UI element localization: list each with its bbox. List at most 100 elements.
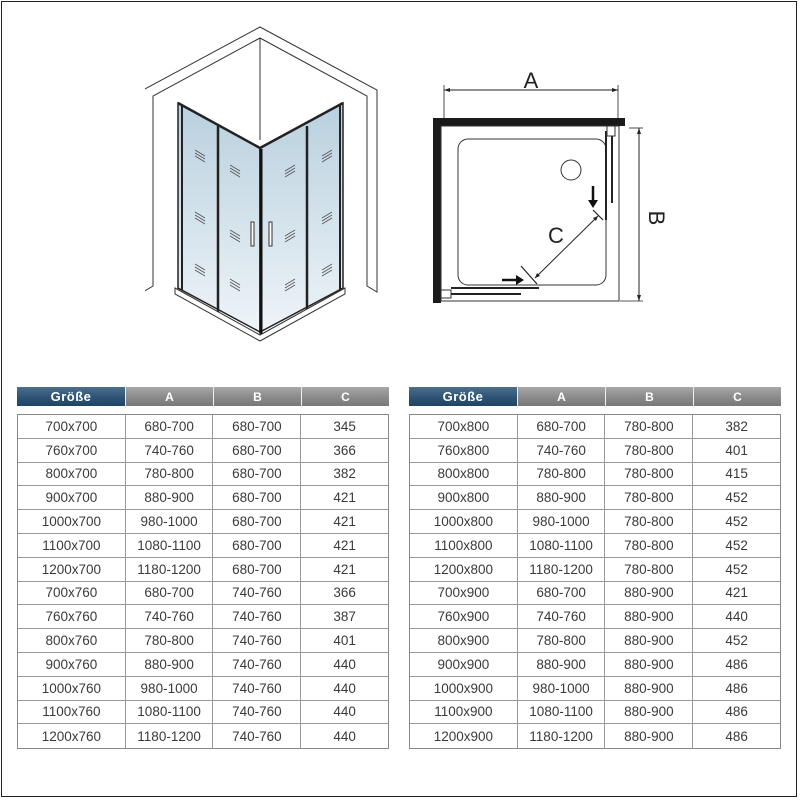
cell-a: 1180-1200	[518, 557, 606, 581]
cell-a: 680-700	[518, 581, 606, 605]
cell-c: 486	[725, 680, 748, 696]
cell-b: 780-800	[605, 415, 694, 438]
header-b: B	[214, 387, 302, 406]
cell-b: 680-700	[213, 533, 302, 557]
cell-size: 800x900	[410, 629, 518, 652]
cell-b: 680-700	[213, 486, 302, 510]
cell-a: 1080-1100	[126, 700, 214, 724]
cell-c: 415	[725, 466, 748, 482]
cell-size: 760x900	[410, 605, 518, 629]
cell-c: 345	[333, 418, 356, 434]
header-c: C	[302, 387, 389, 406]
cell-a: 780-800	[518, 462, 606, 486]
cell-size: 800x760	[18, 629, 126, 652]
cell-c: 440	[333, 704, 356, 720]
cell-size: 900x760	[18, 652, 126, 676]
cell-c: 440	[725, 609, 748, 625]
cell-a: 780-800	[518, 629, 606, 652]
cell-size: 1200x700	[18, 557, 126, 581]
header-b: B	[606, 387, 694, 406]
cell-c: 382	[725, 418, 748, 434]
cell-size: 1000x900	[410, 676, 518, 700]
cell-c: 452	[725, 514, 748, 530]
cell-b: 740-760	[213, 629, 302, 652]
dimension-b-label: B	[644, 211, 669, 226]
cell-c: 401	[725, 442, 748, 458]
cell-a: 680-700	[126, 581, 214, 605]
cell-size: 700x760	[18, 581, 126, 605]
cell-size: 700x800	[410, 415, 518, 438]
header-a: A	[126, 387, 214, 406]
cell-c: 382	[333, 466, 356, 482]
cell-a: 780-800	[126, 462, 214, 486]
cell-a: 980-1000	[518, 676, 606, 700]
cell-size: 800x700	[18, 462, 126, 486]
cell-b: 680-700	[213, 415, 302, 438]
cell-c: 452	[725, 490, 748, 506]
cell-b: 880-900	[605, 652, 694, 676]
cell-b: 740-760	[213, 700, 302, 724]
cell-size: 700x900	[410, 581, 518, 605]
cell-a: 1080-1100	[518, 533, 606, 557]
cell-c: 452	[725, 561, 748, 577]
cell-c: 401	[333, 633, 356, 649]
cell-b: 780-800	[605, 533, 694, 557]
cell-c: 452	[725, 537, 748, 553]
cell-a: 740-760	[126, 605, 214, 629]
cell-c: 387	[333, 609, 356, 625]
cell-size: 760x800	[410, 438, 518, 462]
cell-b: 880-900	[605, 676, 694, 700]
cell-c: 366	[333, 585, 356, 601]
cell-size: 1100x700	[18, 533, 126, 557]
cell-c: 452	[725, 633, 748, 649]
cell-c: 421	[725, 585, 748, 601]
cell-b: 880-900	[605, 700, 694, 724]
cell-c: 486	[725, 728, 748, 744]
cell-a: 980-1000	[126, 510, 214, 533]
table-header: Größe A B C	[409, 387, 781, 406]
cell-size: 1200x900	[410, 724, 518, 749]
cell-b: 880-900	[605, 581, 694, 605]
cell-a: 980-1000	[126, 676, 214, 700]
shower-plan-diagram: A C B	[425, 58, 670, 313]
cell-a: 980-1000	[518, 510, 606, 533]
cell-b: 740-760	[213, 605, 302, 629]
cell-a: 1180-1200	[518, 724, 606, 749]
shower-enclosure-illustration	[142, 22, 380, 352]
cell-a: 740-760	[518, 605, 606, 629]
cell-a: 680-700	[126, 415, 214, 438]
cell-size: 800x800	[410, 462, 518, 486]
plan-view-icon: A C B	[433, 68, 669, 303]
cell-a: 680-700	[518, 415, 606, 438]
cell-b: 880-900	[605, 629, 694, 652]
cell-a: 880-900	[126, 652, 214, 676]
cell-b: 780-800	[605, 510, 694, 533]
